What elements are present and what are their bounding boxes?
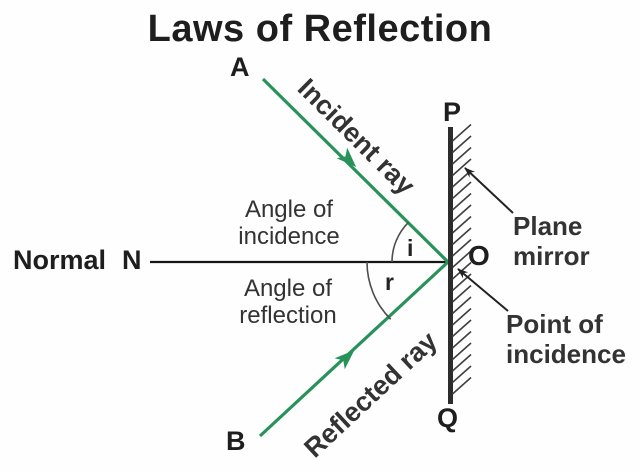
point-label-o: O [468, 240, 490, 271]
angle-of-incidence-line1: Angle of [244, 196, 334, 223]
plane-mirror-pointer-arrow [464, 167, 514, 214]
angle-i-symbol: i [407, 235, 414, 261]
angle-of-reflection-line2: reflection [239, 302, 337, 329]
incident-ray-line [261, 77, 450, 264]
plane-mirror-line2: mirror [513, 241, 590, 271]
normal-label: Normal N [13, 247, 142, 274]
point-of-incidence-line2: incidence [506, 339, 626, 369]
plane-mirror-line1: Plane [513, 211, 583, 241]
diagram-title: Laws of Reflection [147, 8, 493, 50]
point-of-incidence-line1: Point of [506, 309, 603, 339]
plane-mirror-label: Plane mirror [513, 211, 590, 271]
angle-of-reflection-line1: Angle of [243, 275, 333, 302]
angle-r-symbol: r [385, 269, 394, 295]
reflected-ray-arrowhead [334, 350, 355, 370]
mirror-hatching [451, 123, 472, 395]
angle-of-incidence-label: Angle of incidence [204, 196, 374, 250]
angle-of-incidence-line2: incidence [238, 223, 340, 250]
point-of-incidence-label: Point of incidence [506, 309, 626, 369]
point-label-b: B [226, 426, 246, 456]
reflected-ray-line [258, 260, 450, 438]
point-label-a: A [230, 52, 250, 82]
point-label-q: Q [437, 403, 459, 433]
point-label-p: P [443, 97, 462, 127]
angle-r-arc [366, 261, 392, 320]
incident-ray-arrowhead [336, 147, 357, 168]
angle-of-reflection-label: Angle of reflection [203, 275, 373, 329]
point-of-incidence-pointer-arrow [457, 268, 509, 312]
normal-word: Normal [13, 245, 107, 275]
normal-letter-n: N [122, 245, 142, 275]
angle-i-arc [391, 221, 409, 263]
